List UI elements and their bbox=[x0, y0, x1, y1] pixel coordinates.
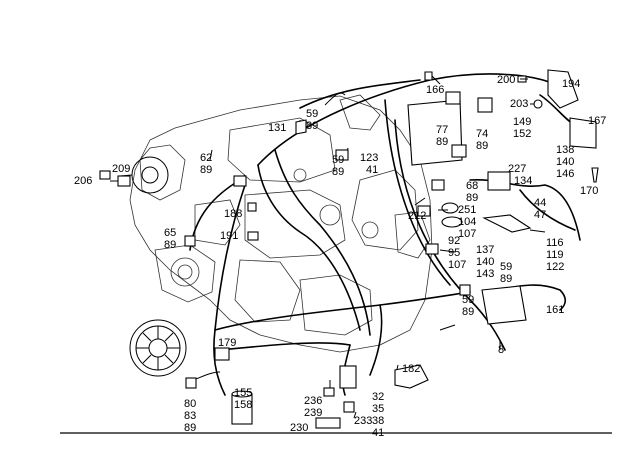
callout-label: 89 bbox=[306, 120, 318, 132]
callout-label: 227 bbox=[508, 163, 526, 175]
cooling-fan bbox=[129, 319, 187, 377]
callout-label: 182 bbox=[402, 363, 420, 375]
callout-label: 236 bbox=[304, 395, 322, 407]
callout-label: 32 bbox=[372, 391, 384, 403]
callout-label: 203 bbox=[510, 98, 528, 110]
callout-label: 89 bbox=[164, 239, 176, 251]
callout-label: 59 bbox=[332, 154, 344, 166]
callout-label: 170 bbox=[580, 185, 598, 197]
callout-label: 140 bbox=[556, 156, 574, 168]
callout-label: 123 bbox=[360, 152, 378, 164]
callout-label: 158 bbox=[234, 399, 252, 411]
callout-label: 65 bbox=[164, 227, 176, 239]
callout-label: 44 bbox=[534, 197, 546, 209]
callout-label: 131 bbox=[268, 122, 286, 134]
callout-label: 122 bbox=[546, 261, 564, 273]
callout-label: 41 bbox=[366, 164, 378, 176]
callout-label: 59 bbox=[306, 108, 318, 120]
callout-label: 89 bbox=[462, 306, 474, 318]
callout-label: 41 bbox=[372, 427, 384, 439]
callout-label: 212 bbox=[408, 210, 426, 222]
callout-label: 89 bbox=[476, 140, 488, 152]
callout-label: 251 bbox=[458, 204, 476, 216]
callout-label: 80 bbox=[184, 398, 196, 410]
alternator bbox=[99, 156, 169, 194]
callout-label: 89 bbox=[436, 136, 448, 148]
callout-label: 233 bbox=[354, 415, 372, 427]
callout-label: 89 bbox=[466, 192, 478, 204]
components bbox=[117, 69, 599, 429]
callout-label: 179 bbox=[218, 337, 236, 349]
callout-label: 140 bbox=[476, 256, 494, 268]
callout-label: 143 bbox=[476, 268, 494, 280]
callout-label: 107 bbox=[448, 259, 466, 271]
callout-label: 119 bbox=[546, 249, 564, 261]
callout-label: 138 bbox=[556, 144, 574, 156]
callout-label: 104 bbox=[458, 216, 476, 228]
callout-label: 206 bbox=[74, 175, 92, 187]
callout-label: 155 bbox=[234, 387, 252, 399]
callout-label: 8 bbox=[498, 344, 504, 356]
callout-label: 74 bbox=[476, 128, 488, 140]
callout-label: 209 bbox=[112, 163, 130, 175]
callout-label: 59 bbox=[462, 294, 474, 306]
callout-label: 107 bbox=[458, 228, 476, 240]
callout-label: 146 bbox=[556, 168, 574, 180]
callout-label: 149 bbox=[513, 116, 531, 128]
callout-label: 89 bbox=[332, 166, 344, 178]
callout-label: 92 bbox=[448, 235, 460, 247]
callout-label: 89 bbox=[184, 422, 196, 434]
callout-label: 47 bbox=[534, 209, 546, 221]
callout-label: 134 bbox=[514, 175, 532, 187]
callout-label: 166 bbox=[426, 84, 444, 96]
callout-label: 200 bbox=[497, 74, 515, 86]
callout-label: 137 bbox=[476, 244, 494, 256]
callout-label: 161 bbox=[546, 304, 564, 316]
callout-label: 38 bbox=[372, 415, 384, 427]
callout-label: 188 bbox=[224, 208, 242, 220]
callout-label: 167 bbox=[588, 115, 606, 127]
leader-lines bbox=[110, 75, 546, 419]
callout-label: 89 bbox=[200, 164, 212, 176]
callout-label: 95 bbox=[448, 247, 460, 259]
callout-label: 77 bbox=[436, 124, 448, 136]
callout-label: 191 bbox=[220, 230, 238, 242]
callout-label: 62 bbox=[200, 152, 212, 164]
callout-label: 59 bbox=[500, 261, 512, 273]
callout-label: 239 bbox=[304, 407, 322, 419]
callout-label: 89 bbox=[500, 273, 512, 285]
callout-labels: 200 166 203 194 167 149 152 59 89 131 77… bbox=[74, 74, 606, 439]
callout-label: 230 bbox=[290, 422, 308, 434]
callout-label: 194 bbox=[562, 78, 580, 90]
callout-label: 152 bbox=[513, 128, 531, 140]
callout-label: 35 bbox=[372, 403, 384, 415]
callout-label: 116 bbox=[546, 237, 564, 249]
callout-label: 68 bbox=[466, 180, 478, 192]
callout-label: 83 bbox=[184, 410, 196, 422]
